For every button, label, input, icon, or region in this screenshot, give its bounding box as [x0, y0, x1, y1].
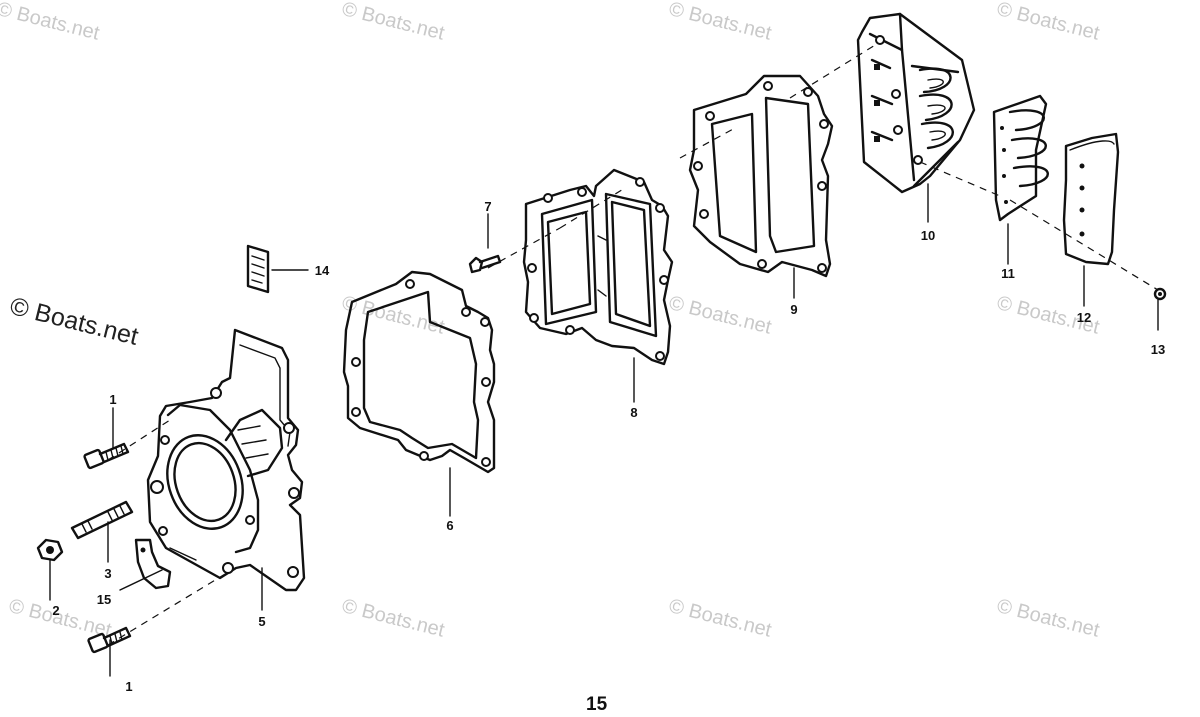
part-8-reed-plate — [522, 168, 674, 366]
callout-1-upper: 1 — [109, 392, 116, 407]
callout-7: 7 — [484, 199, 491, 214]
callout-15: 15 — [97, 592, 111, 607]
callout-3: 3 — [104, 566, 111, 581]
callout-2: 2 — [52, 603, 59, 618]
part-1-bolt-lower — [87, 626, 132, 654]
part-9-gasket — [688, 74, 834, 278]
part-11-reed-petal — [992, 94, 1049, 222]
callout-5: 5 — [258, 614, 265, 629]
part-6-gasket — [342, 270, 496, 474]
part-2-nut — [36, 538, 64, 562]
callout-labels: 1 1 2 3 5 6 7 8 9 10 11 12 13 14 15 — [52, 199, 1165, 694]
part-13-screw — [1153, 287, 1167, 301]
assembly-axis-lines — [107, 41, 1159, 646]
callout-13: 13 — [1151, 342, 1165, 357]
part-10-reed-cage — [856, 12, 976, 194]
callout-1-lower: 1 — [125, 679, 132, 694]
callout-12: 12 — [1077, 310, 1091, 325]
leader-lines — [49, 183, 1159, 677]
part-15-clip — [134, 538, 172, 590]
callout-9: 9 — [790, 302, 797, 317]
callout-10: 10 — [921, 228, 935, 243]
callout-14: 14 — [315, 263, 330, 278]
part-7-screw — [468, 254, 502, 274]
part-5-intake-adapter — [146, 328, 306, 592]
part-14-decal — [246, 244, 270, 294]
page-number: 15 — [586, 694, 608, 715]
part-1-bolt-upper — [83, 442, 130, 470]
callout-6: 6 — [446, 518, 453, 533]
part-12-reed-stop — [1062, 132, 1120, 266]
part-3-stud — [70, 500, 134, 540]
callout-11: 11 — [1001, 266, 1015, 281]
callout-8: 8 — [630, 405, 637, 420]
